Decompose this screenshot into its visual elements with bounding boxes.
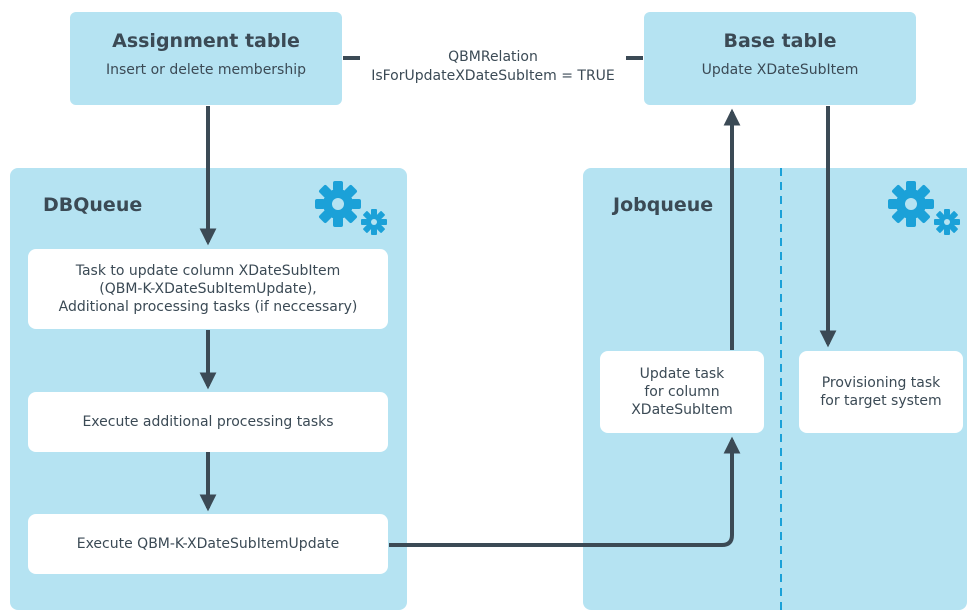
assignment-table-title: Assignment table	[112, 30, 300, 52]
base-table-box: Base table Update XDateSubItem	[644, 12, 916, 105]
task-execute-additional: Execute additional processing tasks	[28, 392, 388, 452]
base-table-title: Base table	[723, 30, 837, 52]
assignment-table-subtitle: Insert or delete membership	[105, 62, 307, 78]
update-task-box: Update task for column XDateSubItem	[600, 351, 764, 433]
relation-name: QBMRelation	[448, 49, 538, 65]
gear-icon	[888, 181, 960, 235]
relation-label: QBMRelation IsForUpdateXDateSubItem = TR…	[360, 48, 626, 86]
provisioning-task-box: Provisioning task for target system	[799, 351, 963, 433]
task-execute-update: Execute QBM-K-XDateSubItemUpdate	[28, 514, 388, 574]
assignment-table-box: Assignment table Insert or delete member…	[70, 12, 342, 105]
base-table-subtitle: Update XDateSubItem	[701, 62, 859, 78]
arrow-execute-to-update-task	[389, 436, 741, 547]
gear-icon	[315, 181, 387, 235]
task-update-column: Task to update column XDateSubItem (QBM-…	[28, 249, 388, 329]
jobqueue-title: Jobqueue	[613, 194, 714, 216]
dbqueue-title: DBQueue	[43, 194, 143, 216]
relation-condition: IsForUpdateXDateSubItem = TRUE	[371, 68, 615, 84]
